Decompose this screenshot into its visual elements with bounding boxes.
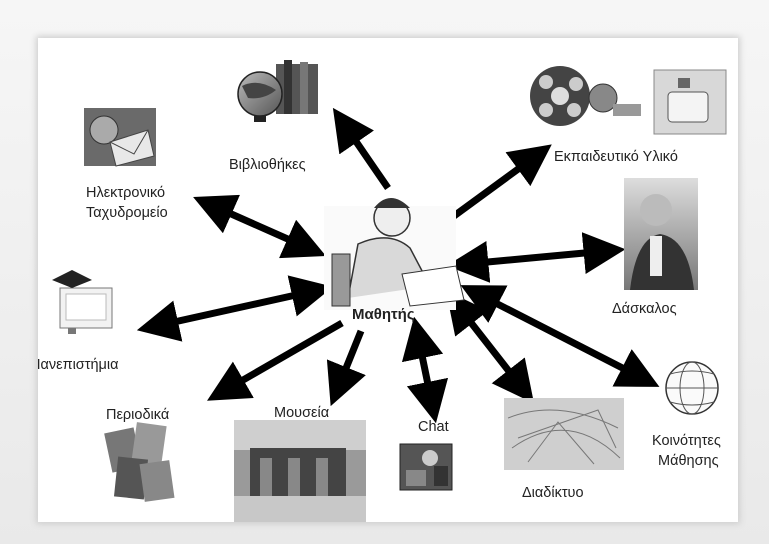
label-museums: Μουσεία — [274, 405, 330, 421]
arrow-communities — [460, 285, 660, 387]
museum-building-photo — [234, 420, 366, 522]
arrow-magazines — [207, 319, 344, 401]
label-teacher: Δάσκαλος — [612, 301, 677, 317]
label-educational-material: Εκπαιδευτικό Υλικό — [554, 149, 678, 165]
arrow-educational-material — [440, 144, 552, 227]
diagram-graphics — [52, 60, 727, 522]
film-reel-icon — [530, 66, 641, 126]
student-writing-illustration — [324, 198, 465, 310]
label-magazines: Περιοδικά — [106, 407, 170, 423]
globe-network-icon — [665, 361, 719, 415]
label-libraries: Βιβλιοθήκες — [229, 157, 306, 173]
device-icon — [653, 69, 727, 135]
arrow-teacher — [446, 232, 626, 283]
envelope-globe-icon — [84, 108, 156, 167]
chat-person-photo — [399, 443, 453, 491]
label-chat: Chat — [418, 419, 449, 435]
arrow-email — [193, 194, 326, 259]
arrow-libraries — [332, 107, 391, 190]
globe-with-books-icon — [237, 60, 318, 122]
label-student: Μαθητής — [352, 306, 415, 323]
label-email-line2: Ταχυδρομείο — [86, 205, 168, 221]
label-universities: Πανεπιστήμια — [38, 357, 119, 373]
arrow-internet — [445, 290, 535, 404]
magazines-photo — [104, 422, 175, 502]
arrow-museums — [326, 329, 366, 407]
graduation-cap-icon — [52, 270, 113, 334]
label-communities-line2: Μάθησης — [658, 453, 719, 469]
world-network-map — [504, 398, 624, 470]
arrow-universities — [136, 275, 334, 342]
diagram-canvas: Βιβλιοθήκες Ηλεκτρονικό Ταχυδρομείο Εκπα… — [38, 38, 738, 522]
label-email-line1: Ηλεκτρονικό — [86, 185, 166, 201]
label-communities-line1: Κοινότητες — [652, 433, 721, 449]
label-internet: Διαδίκτυο — [522, 485, 584, 501]
teacher-photo — [624, 178, 698, 290]
arrow-chat — [401, 316, 449, 424]
